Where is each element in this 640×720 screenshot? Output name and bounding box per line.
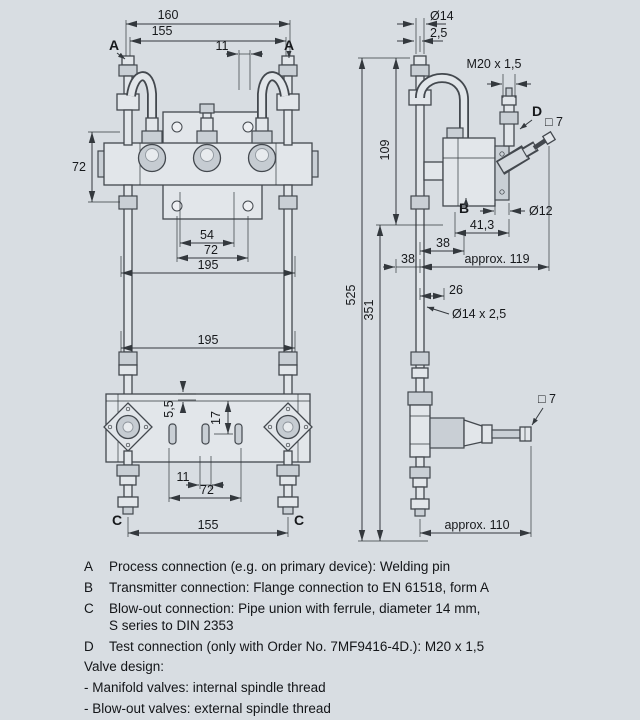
dim-wall-2-5: 2,5 — [430, 26, 447, 40]
dim-square7-bottom: □ 7 — [538, 392, 556, 406]
valve-design-line1: - Manifold valves: internal spindle thre… — [84, 680, 326, 696]
angled-test-valve — [495, 130, 557, 175]
left-process-pipe — [116, 55, 140, 404]
dim-38-b: 38 — [401, 252, 415, 266]
dim-155-bottom: 155 — [198, 518, 219, 532]
blowout-valve-right — [263, 402, 313, 515]
front-view — [97, 55, 319, 515]
label-a-right: A — [284, 37, 294, 53]
side-blowout-valve — [407, 367, 532, 517]
dim-72-mid: 72 — [204, 243, 218, 257]
valve-design-line2: - Blow-out valves: external spindle thre… — [84, 701, 331, 717]
legend-item-d: D Test connection (only with Order No. 7… — [84, 639, 620, 656]
legend-text-c-line1: Blow-out connection: Pipe union with fer… — [109, 600, 481, 616]
legend-key-d: D — [84, 638, 94, 654]
dim-195-lower: 195 — [198, 333, 219, 347]
dim-109: 109 — [378, 140, 392, 161]
dim-m20: M20 x 1,5 — [467, 57, 522, 71]
dim-dia14: Ø14 — [430, 9, 454, 23]
valve-design-title: Valve design: — [84, 659, 165, 675]
gooseneck-tubes — [126, 71, 290, 122]
dim-525: 525 — [344, 285, 358, 306]
dim-11-top: 11 — [216, 39, 229, 53]
dim-195-upper: 195 — [198, 258, 219, 272]
side-pipe — [408, 55, 432, 369]
front-dimensions: 160 155 11 A A 72 54 72 195 195 5,5 — [72, 8, 304, 537]
label-d: D — [532, 103, 542, 119]
legend-text-b: Transmitter connection: Flange connectio… — [109, 579, 489, 595]
dim-26: 26 — [449, 283, 463, 297]
dim-approx-110: approx. 110 — [444, 518, 509, 532]
legend-text-c: Blow-out connection: Pipe union with fer… — [109, 601, 480, 635]
legend-item-a: A Process connection (e.g. on primary de… — [84, 559, 620, 576]
technical-drawing: 160 155 11 A A 72 54 72 195 195 5,5 — [72, 8, 563, 542]
legend-key-b: B — [84, 579, 94, 595]
dim-54: 54 — [200, 228, 214, 242]
dim-11-bottom: 11 — [177, 470, 190, 484]
dim-approx-119: approx. 119 — [464, 252, 529, 266]
side-view — [407, 55, 557, 517]
dim-square7-top: □ 7 — [545, 115, 563, 129]
label-b: B — [459, 200, 469, 216]
legend-item-b: B Transmitter connection: Flange connect… — [84, 580, 620, 597]
blowout-valve-left — [103, 402, 153, 515]
test-connection-fitting — [499, 87, 519, 147]
legend-key-a: A — [84, 559, 94, 574]
dim-dia14x2-5: Ø14 x 2,5 — [452, 307, 506, 321]
side-gooseneck — [415, 73, 469, 138]
legend-text-d: Test connection (only with Order No. 7MF… — [109, 638, 485, 654]
label-c-left: C — [112, 512, 122, 528]
dim-351: 351 — [362, 300, 376, 321]
legend-key-c: C — [84, 600, 94, 616]
legend-text-c-line2: S series to DIN 2353 — [109, 617, 234, 633]
dim-17: 17 — [209, 411, 223, 425]
dim-38-a: 38 — [436, 236, 450, 250]
dim-72-bottom: 72 — [200, 483, 214, 497]
dim-41-3: 41,3 — [470, 218, 494, 232]
label-c-right: C — [294, 512, 304, 528]
right-process-pipe — [276, 55, 300, 404]
legend: A Process connection (e.g. on primary de… — [0, 545, 640, 718]
transmitter-block — [423, 127, 510, 207]
dim-160: 160 — [158, 8, 179, 22]
dim-5-5: 5,5 — [162, 400, 176, 417]
legend-item-c: C Blow-out connection: Pipe union with f… — [84, 601, 620, 635]
dim-dia12: Ø12 — [529, 204, 553, 218]
dim-155-top: 155 — [152, 24, 173, 38]
valve-bonnets — [137, 117, 277, 173]
legend-text-a: Process connection (e.g. on primary devi… — [109, 559, 451, 574]
side-dimensions: Ø14 2,5 M20 x 1,5 D □ 7 109 525 351 B Ø1… — [344, 9, 563, 542]
dim-72-vertical: 72 — [72, 160, 86, 174]
label-a-left: A — [109, 37, 119, 53]
